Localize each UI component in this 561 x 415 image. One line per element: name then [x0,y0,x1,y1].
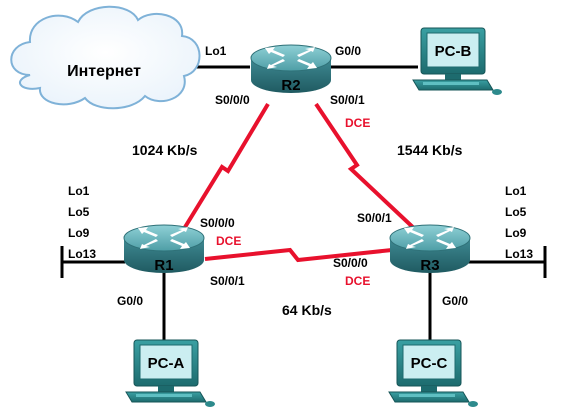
loopback-r1-2: Lo9 [68,226,90,240]
cloud-label: Интернет [67,63,141,80]
iface-r3-g00: G0/0 [442,294,468,308]
dce-r1-s000: DCE [216,234,241,248]
pc-c[interactable]: PC-C [388,339,479,408]
iface-r1-s000: S0/0/0 [200,216,235,230]
iface-r2-s000: S0/0/0 [215,93,250,107]
router-r3-label: R3 [420,257,439,274]
iface-r2-g00: G0/0 [335,44,361,58]
dce-r3-s000: DCE [345,274,370,288]
loopback-r3-3: Lo13 [505,247,533,261]
router-r1[interactable]: R1 [123,224,205,274]
router-r1-label: R1 [154,257,173,274]
internet-cloud: Интернет [10,5,201,110]
router-r2[interactable]: R2 [250,44,332,94]
loopback-r3-2: Lo9 [505,226,527,240]
serial-link-r1-r2 [180,102,270,234]
speed-r1-r2: 1024 Kb/s [132,142,198,158]
router-r3[interactable]: R3 [389,224,471,274]
iface-r1-g00: G0/0 [117,294,143,308]
iface-r2-lo1: Lo1 [205,44,227,58]
dce-r2-s001: DCE [345,116,370,130]
iface-r3-s000: S0/0/0 [333,256,368,270]
speed-r1-r3: 64 Kb/s [282,302,332,318]
serial-link-r2-r3 [314,102,420,234]
pc-c-label: PC-C [411,355,448,372]
pc-b-label: PC-B [435,43,472,60]
router-r2-label: R2 [281,77,300,94]
loopback-r3-1: Lo5 [505,205,527,219]
loopback-r1-0: Lo1 [68,184,90,198]
serial-link-r1-r3 [204,247,393,263]
speed-r2-r3: 1544 Kb/s [397,142,463,158]
loopback-r1-3: Lo13 [68,247,96,261]
iface-r1-s001: S0/0/1 [210,274,245,288]
iface-r3-s001: S0/0/1 [357,211,392,225]
loopback-r3-0: Lo1 [505,184,527,198]
pc-a-label: PC-A [148,355,185,372]
pc-a[interactable]: PC-A [125,339,216,408]
pc-b[interactable]: PC-B [412,27,503,96]
loopback-r1-1: Lo5 [68,205,90,219]
iface-r2-s001: S0/0/1 [330,93,365,107]
